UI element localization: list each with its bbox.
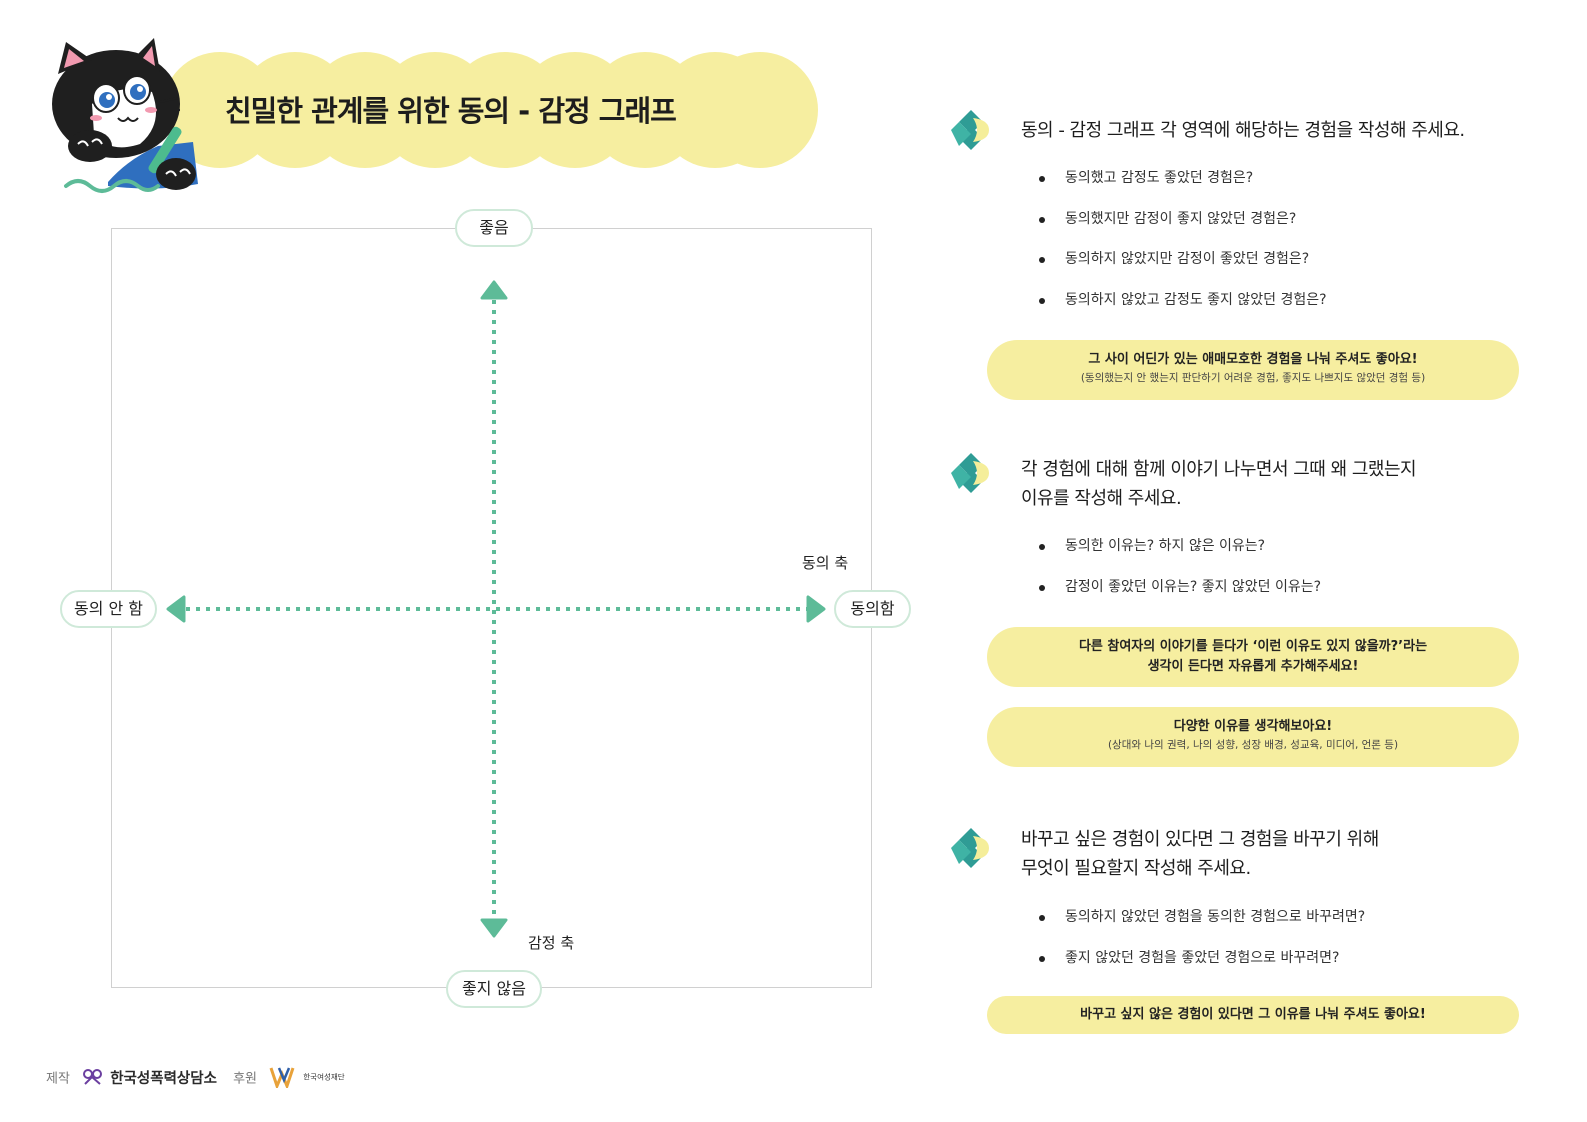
- heading-line: 무엇이 필요할지 작성해 주세요.: [1021, 858, 1251, 879]
- axis-label-good: 좋음: [455, 209, 533, 247]
- note-main-text: 다른 참여자의 이야기를 듣다가 ‘이런 이유도 있지 않을까?’라는: [1078, 639, 1428, 654]
- section-2-bullets: 동의한 이유는? 하지 않은 이유는? 감정이 좋았던 이유는? 좋지 않았던 …: [1035, 536, 1321, 617]
- section-1-bullets: 동의했고 감정도 좋았던 경험은? 동의했지만 감정이 좋지 않았던 경험은? …: [1035, 168, 1327, 330]
- list-item: 동의하지 않았던 경험을 동의한 경험으로 바꾸려면?: [1035, 907, 1365, 948]
- list-item: 좋지 않았던 경험을 좋았던 경험으로 바꾸려면?: [1035, 948, 1365, 989]
- note-main-text: 다양한 이유를 생각해보아요!: [1173, 719, 1333, 734]
- list-item: 동의한 이유는? 하지 않은 이유는?: [1035, 536, 1321, 577]
- note-main-text: 생각이 든다면 자유롭게 추가해주세요!: [1147, 659, 1359, 674]
- list-item: 동의했고 감정도 좋았던 경험은?: [1035, 168, 1327, 209]
- axis-label-disagree: 동의 안 함: [60, 590, 157, 628]
- section-2-heading: 각 경험에 대해 함께 이야기 나누면서 그때 왜 그랬는지 이유를 작성해 주…: [1021, 455, 1417, 513]
- section-bullet-icon: [951, 453, 989, 493]
- note-sub-text: (동의했는지 안 했는지 판단하기 어려운 경험, 좋지도 나쁘지도 않았던 경…: [1080, 372, 1426, 384]
- heading-line: 각 경험에 대해 함께 이야기 나누면서 그때 왜 그랬는지: [1021, 459, 1417, 480]
- title-banner: [162, 52, 818, 168]
- section-3-bullets: 동의하지 않았던 경험을 동의한 경험으로 바꾸려면? 좋지 않았던 경험을 좋…: [1035, 907, 1365, 988]
- note-main-text: 그 사이 어딘가 있는 애매모호한 경험을 나눠 주셔도 좋아요!: [1088, 352, 1418, 367]
- section-2-note: 다른 참여자의 이야기를 듣다가 ‘이런 이유도 있지 않을까?’라는 생각이 …: [987, 627, 1519, 687]
- heading-line: 바꾸고 싶은 경험이 있다면 그 경험을 바꾸기 위해: [1021, 829, 1379, 850]
- note-main-text: 바꾸고 싶지 않은 경험이 있다면 그 이유를 나눠 주셔도 좋아요!: [1080, 1007, 1426, 1022]
- section-bullet-icon: [951, 828, 989, 868]
- section-bullet-icon: [951, 110, 989, 150]
- axis-label-not-good: 좋지 않음: [446, 970, 542, 1008]
- emotion-axis-caption: 감정 축: [528, 934, 575, 952]
- consent-axis-caption: 동의 축: [802, 554, 849, 572]
- page-title: 친밀한 관계를 위한 동의 - 감정 그래프: [225, 94, 677, 128]
- org-logo-icon: [83, 1069, 103, 1085]
- note-sub-text: (상대와 나의 권력, 나의 성향, 성장 배경, 성교육, 미디어, 언론 등…: [1107, 739, 1399, 751]
- made-by-org: 한국성폭력상담소: [110, 1070, 217, 1087]
- sponsor-label: 후원: [233, 1071, 257, 1087]
- section-3-note: 바꾸고 싶지 않은 경험이 있다면 그 이유를 나눠 주셔도 좋아요!: [987, 996, 1519, 1034]
- list-item: 동의하지 않았지만 감정이 좋았던 경험은?: [1035, 249, 1327, 290]
- list-item: 감정이 좋았던 이유는? 좋지 않았던 이유는?: [1035, 577, 1321, 618]
- heading-line: 이유를 작성해 주세요.: [1021, 488, 1182, 509]
- axis-label-agree: 동의함: [834, 590, 911, 628]
- section-1-heading: 동의 - 감정 그래프 각 영역에 해당하는 경험을 작성해 주세요.: [1021, 120, 1465, 141]
- cat-mascot-icon: [52, 38, 198, 193]
- section-3-heading: 바꾸고 싶은 경험이 있다면 그 경험을 바꾸기 위해 무엇이 필요할지 작성해…: [1021, 825, 1379, 883]
- sponsor-org: 한국여성재단: [303, 1072, 345, 1082]
- list-item: 동의하지 않았고 감정도 좋지 않았던 경험은?: [1035, 290, 1327, 331]
- sponsor-logo-icon: [269, 1067, 295, 1091]
- footer: 제작 한국성폭력상담소 후원 한국여성재단: [46, 1066, 345, 1091]
- section-1-note: 그 사이 어딘가 있는 애매모호한 경험을 나눠 주셔도 좋아요! (동의했는지…: [987, 340, 1519, 400]
- made-by-label: 제작: [46, 1071, 70, 1087]
- list-item: 동의했지만 감정이 좋지 않았던 경험은?: [1035, 209, 1327, 250]
- graph-frame: [111, 228, 872, 988]
- section-2-note-reasons: 다양한 이유를 생각해보아요! (상대와 나의 권력, 나의 성향, 성장 배경…: [987, 707, 1519, 767]
